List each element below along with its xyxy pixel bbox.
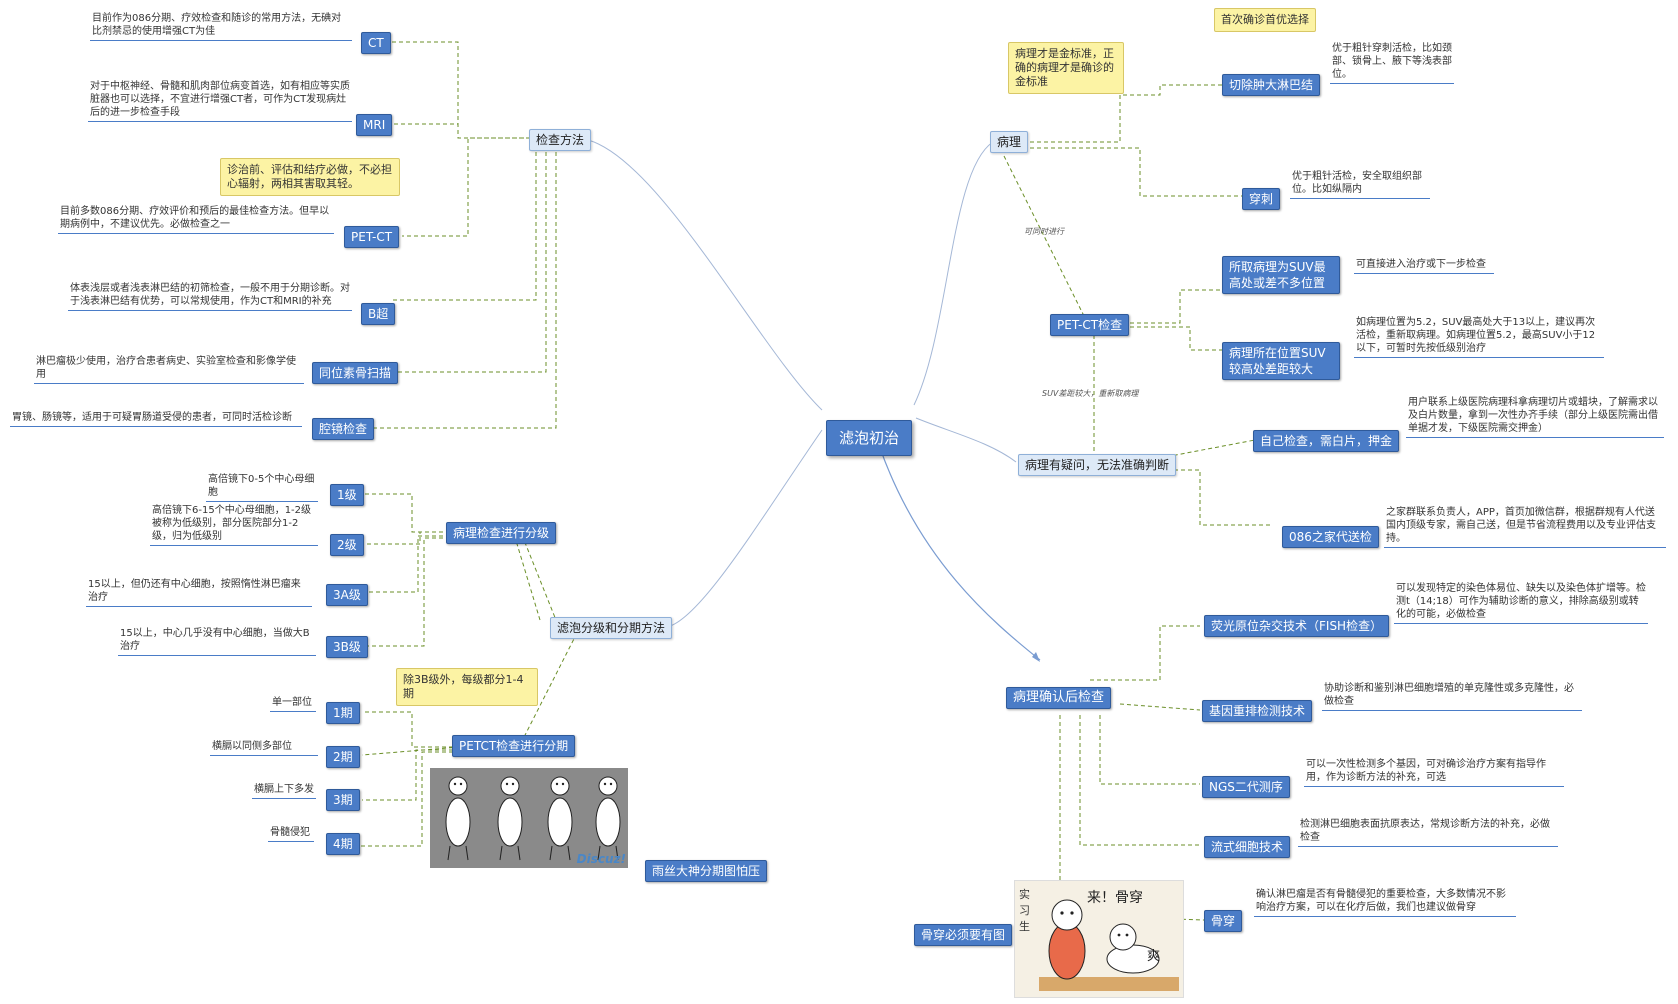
pathology-grading[interactable]: 病理检查进行分级 bbox=[446, 522, 557, 544]
flow-cytometry-note: 检测淋巴细胞表面抗原表达，常规诊断方法的补充，必做检查 bbox=[1298, 818, 1558, 847]
bone-scan-node[interactable]: 同位素骨扫描 bbox=[312, 362, 399, 384]
bone-marrow-image-label[interactable]: 骨穿必须要有图 bbox=[914, 924, 1013, 946]
endoscopy-node[interactable]: 腔镜检查 bbox=[312, 418, 375, 440]
flow-cytometry-node[interactable]: 流式细胞技术 bbox=[1204, 836, 1291, 858]
stage3-note: 横膈上下多发 bbox=[252, 783, 316, 799]
puncture-node[interactable]: 穿刺 bbox=[1242, 188, 1281, 210]
ultrasound-note: 体表浅层或者浅表淋巴结的初筛检查，一般不用于分期诊断。对于浅表淋巴结有优势，可以… bbox=[68, 282, 352, 311]
watermark-text: Discuz! bbox=[576, 852, 626, 866]
fish-note: 可以发现特定的染色体易位、缺失以及染色体扩增等。检测t（14;18）可作为辅助诊… bbox=[1394, 582, 1648, 624]
cartoon-side-text: 实习生 bbox=[1019, 888, 1030, 933]
mri-note: 对于中枢神经、骨髓和肌肉部位病变首选，如有相应等实质脏器也可以选择，不宜进行增强… bbox=[88, 80, 352, 122]
cartoon-exclaim: 爽 bbox=[1147, 949, 1161, 964]
suv-gap-node[interactable]: 病理所在位置SUV较高处差距较大 bbox=[1222, 342, 1340, 380]
excision-node[interactable]: 切除肿大淋巴结 bbox=[1222, 74, 1321, 96]
suv-gap-link-label: SUV差距较大，重新取病理 bbox=[1042, 389, 1139, 398]
grade2-node[interactable]: 2级 bbox=[330, 534, 364, 556]
endoscopy-note: 胃镜、肠镜等，适用于可疑胃肠道受侵的患者，可同时活检诊断 bbox=[10, 411, 302, 427]
cartoon-caption: 来！骨穿 bbox=[1087, 890, 1143, 906]
ngs-node[interactable]: NGS二代测序 bbox=[1202, 776, 1290, 798]
mri-node[interactable]: MRI bbox=[356, 114, 393, 136]
suv-highest-note: 可直接进入治疗或下一步检查 bbox=[1354, 258, 1494, 274]
grade3b-note: 15以上，中心几乎没有中心细胞，当做大B治疗 bbox=[118, 627, 316, 656]
grade2-note: 高倍镜下6-15个中心母细胞，1-2级被称为低级别，部分医院部分1-2级，归为低… bbox=[150, 504, 318, 546]
stage1-note: 单一部位 bbox=[270, 696, 316, 712]
gene-rearrangement-note: 协助诊断和鉴别淋巴细胞增殖的单克隆性或多克隆性，必做检查 bbox=[1322, 682, 1582, 711]
first-choice-callout: 首次确诊首优选择 bbox=[1214, 8, 1316, 32]
bone-marrow-node[interactable]: 骨穿 bbox=[1204, 910, 1243, 932]
stage1-node[interactable]: 1期 bbox=[326, 702, 360, 724]
petct-callout: 诊治前、评估和结疗必做，不必担心辐射，两相其害取其轻。 bbox=[220, 158, 400, 196]
stage4-note: 骨髓侵犯 bbox=[268, 826, 314, 842]
stage2-note: 横膈以同侧多部位 bbox=[210, 740, 318, 756]
staging-image-label[interactable]: 雨丝大神分期图怕压 bbox=[645, 860, 768, 882]
doubt-node[interactable]: 病理有疑问，无法准确判断 bbox=[1018, 454, 1177, 476]
petct-staging[interactable]: PETCT检查进行分期 bbox=[452, 735, 576, 757]
bone-scan-note: 淋巴瘤极少使用，治疗合患者病史、实验室检查和影像学使用 bbox=[34, 355, 304, 384]
grade1-node[interactable]: 1级 bbox=[330, 484, 364, 506]
ultrasound-node[interactable]: B超 bbox=[361, 303, 396, 325]
grade3a-note: 15以上，但仍还有中心细胞，按照惰性淋巴瘤来治疗 bbox=[86, 578, 312, 607]
puncture-note: 优于粗针活检，安全取组织部位。比如纵隔内 bbox=[1290, 170, 1430, 199]
delegated-check-note: 之家群联系负责人，APP，首页加微信群，根据群规有人代送国内顶级专家，需自己送，… bbox=[1384, 506, 1666, 548]
excision-note: 优于粗针穿刺活检，比如颈部、锁骨上、腋下等浅表部位。 bbox=[1330, 42, 1454, 84]
stage3-node[interactable]: 3期 bbox=[326, 789, 360, 811]
gold-standard-callout: 病理才是金标准，正确的病理才是确诊的金标准 bbox=[1008, 42, 1124, 94]
grading-staging-methods[interactable]: 滤泡分级和分期方法 bbox=[550, 617, 673, 639]
stage4-node[interactable]: 4期 bbox=[326, 833, 360, 855]
stage2-node[interactable]: 2期 bbox=[326, 746, 360, 768]
suv-gap-note: 如病理位置为5.2，SUV最高处大于13以上，建议再次活检，重新取病理。如病理位… bbox=[1354, 316, 1604, 358]
exam-methods[interactable]: 检查方法 bbox=[529, 129, 592, 151]
grade1-note: 高倍镜下0-5个中心母细胞 bbox=[206, 473, 318, 502]
staging-callout: 除3B级外，每级都分1-4期 bbox=[396, 668, 538, 706]
ct-node[interactable]: CT bbox=[361, 32, 391, 54]
grade3b-node[interactable]: 3B级 bbox=[326, 636, 368, 658]
ct-note: 目前作为086分期、疗效检查和随诊的常用方法，无碘对比剂禁忌的使用增强CT为佳 bbox=[90, 12, 352, 41]
gene-rearrangement-node[interactable]: 基因重排检测技术 bbox=[1202, 700, 1313, 722]
suv-highest-node[interactable]: 所取病理为SUV最高处或差不多位置 bbox=[1222, 256, 1340, 294]
post-confirm-node[interactable]: 病理确认后检查 bbox=[1006, 687, 1112, 709]
bone-marrow-note: 确认淋巴瘤是否有骨髓侵犯的重要检查，大多数情况不影响治疗方案，可以在化疗后做，我… bbox=[1254, 888, 1516, 917]
self-check-note: 用户联系上级医院病理科拿病理切片或蜡块，了解需求以及白片数量，拿到一次性办齐手续… bbox=[1406, 396, 1664, 438]
grade3a-node[interactable]: 3A级 bbox=[326, 584, 368, 606]
petct-check-node[interactable]: PET-CT检查 bbox=[1050, 314, 1130, 336]
delegated-check-node[interactable]: 086之家代送检 bbox=[1282, 526, 1379, 548]
self-check-node[interactable]: 自己检查，需白片，押金 bbox=[1253, 430, 1400, 452]
fish-node[interactable]: 荧光原位杂交技术（FISH检查） bbox=[1204, 615, 1390, 637]
bone-marrow-cartoon: 实习生 来！骨穿 爽 bbox=[1014, 880, 1184, 998]
petct-exam-node[interactable]: PET-CT bbox=[344, 226, 400, 248]
concurrent-link-label: 可同时进行 bbox=[1024, 227, 1064, 236]
petct-exam-note: 目前多数086分期、疗效评价和预后的最佳检查方法。但早以期病例中，不建议优先。必… bbox=[58, 205, 334, 234]
staging-figures-image: Discuz! bbox=[430, 768, 628, 868]
central-topic[interactable]: 滤泡初治 bbox=[826, 420, 913, 456]
pathology-node[interactable]: 病理 bbox=[990, 131, 1029, 153]
ngs-note: 可以一次性检测多个基因，可对确诊治疗方案有指导作用，作为诊断方法的补充，可选 bbox=[1304, 758, 1564, 787]
